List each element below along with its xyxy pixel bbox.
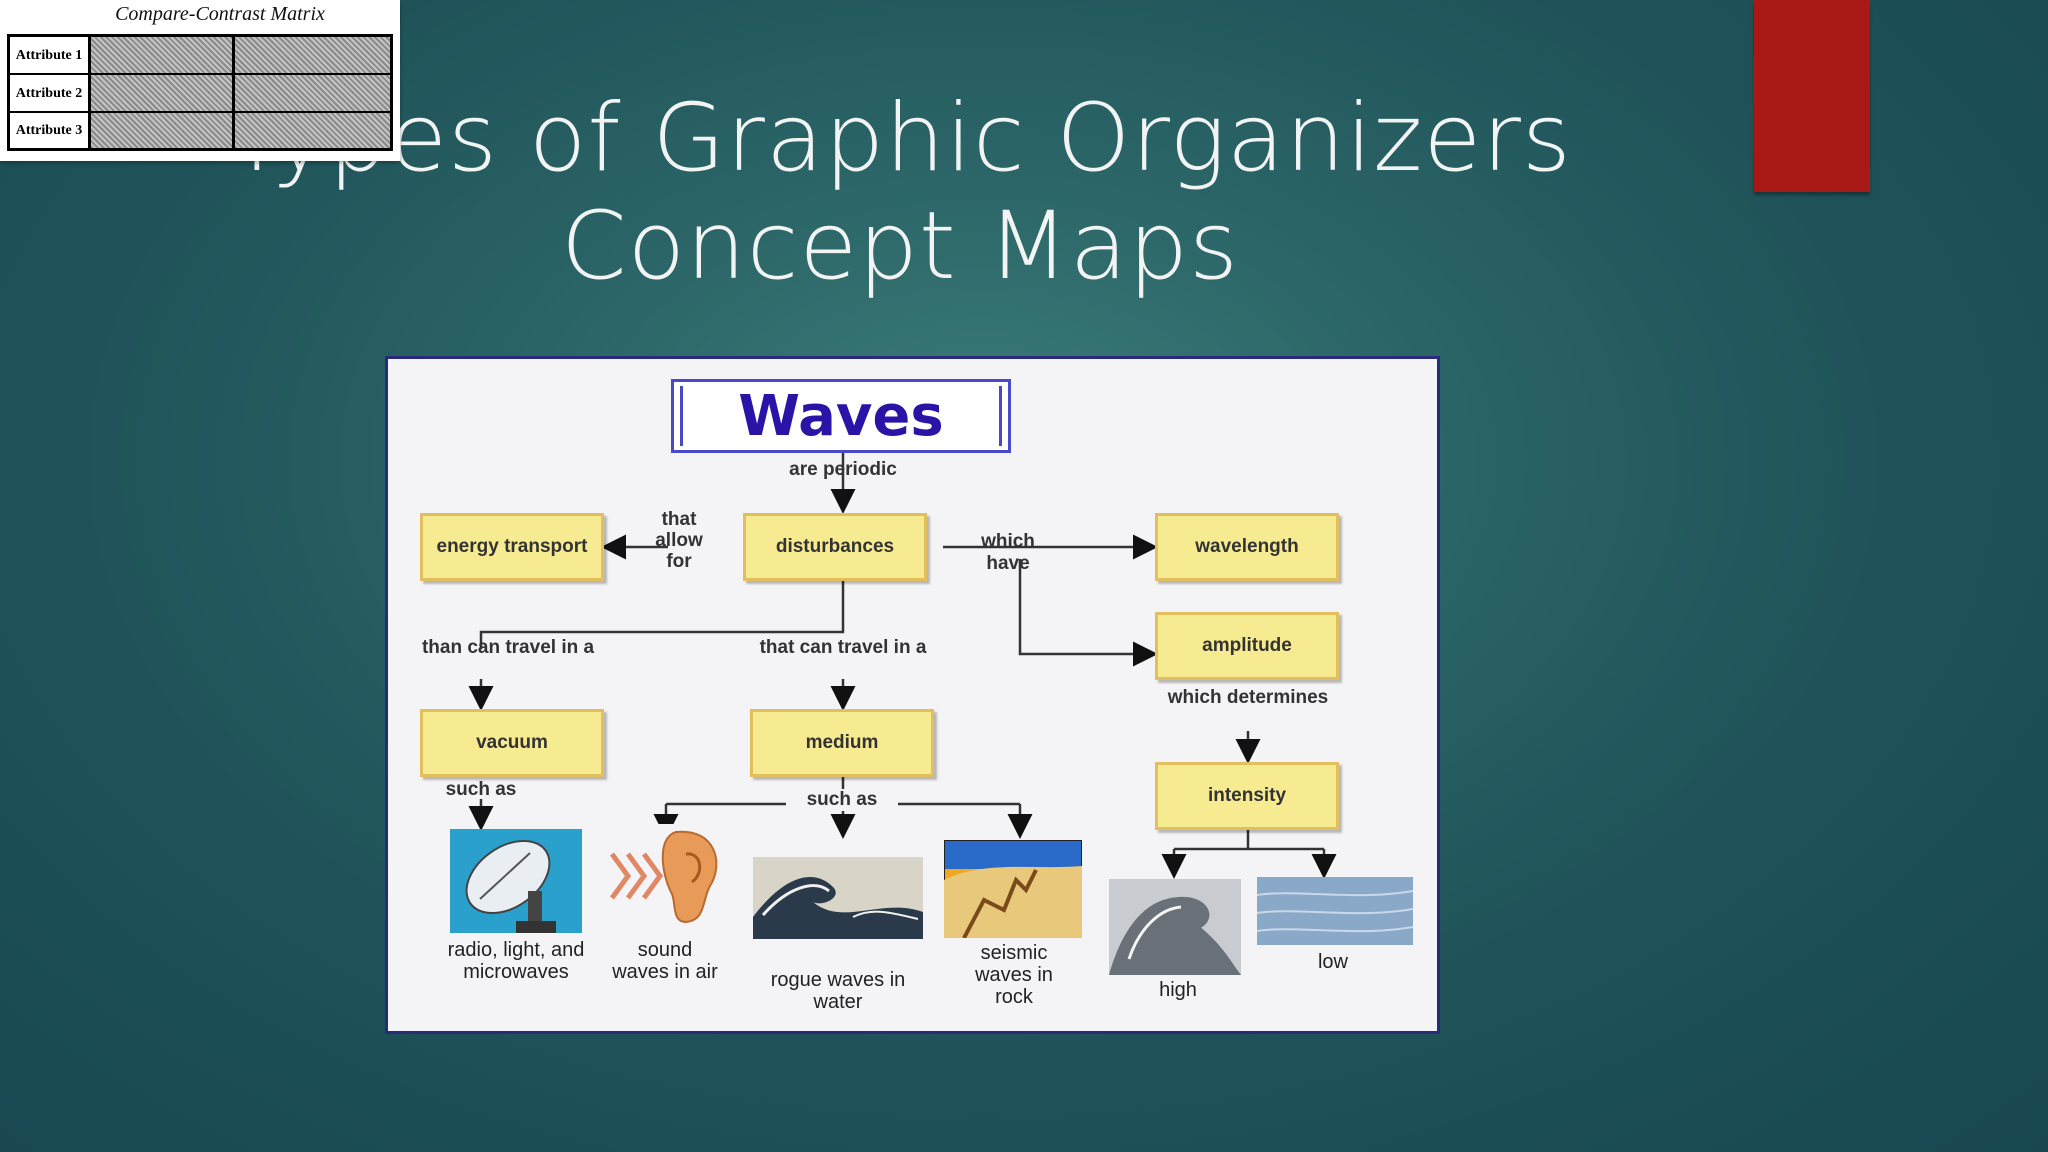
example-rogue-waves-in-water: rogue waves in water: [770, 969, 906, 1013]
red-accent-bar: [1754, 0, 1870, 192]
link-than-can-travel: than can travel in a: [421, 637, 595, 658]
title-line-2: Concept Maps: [561, 192, 1239, 301]
example-sound-waves-in-air: sound waves in air: [612, 939, 718, 983]
matrix-row-label: Attribute 3: [10, 113, 91, 148]
node-disturbances: disturbances: [743, 513, 927, 581]
matrix-cell: [91, 37, 232, 74]
example-radio-light-microwaves: radio, light, and microwaves: [447, 939, 585, 983]
matrix-cell: [235, 37, 390, 74]
example-seismic-waves-in-rock: seismic waves in rock: [975, 942, 1053, 1008]
link-that-allow-for: that allow for: [655, 509, 703, 572]
link-such-as-medium: such as: [786, 789, 898, 811]
link-such-as-vacuum: such as: [445, 779, 517, 800]
example-high: high: [1159, 979, 1197, 1001]
ocean-wave-icon: [753, 857, 923, 939]
compare-contrast-matrix-image: Compare-Contrast Matrix Attribute 1 Attr…: [0, 0, 400, 161]
satellite-dish-icon: [450, 829, 582, 933]
ear-sound-icon: [606, 824, 726, 926]
matrix-cell: [91, 75, 232, 112]
node-intensity: intensity: [1155, 762, 1339, 830]
low-amplitude-wave-icon: [1257, 877, 1413, 945]
matrix-cell: [235, 75, 390, 112]
matrix-cell: [91, 113, 232, 148]
matrix-divider: [10, 73, 390, 75]
connector-lines: [468, 453, 1337, 879]
matrix-row: Attribute 3: [10, 113, 390, 148]
link-which-determines: which determines: [1167, 687, 1329, 708]
slide-title: Types of Graphic Organizers Concept Maps: [0, 85, 1800, 301]
node-vacuum: vacuum: [420, 709, 604, 777]
link-which-have: which have: [981, 531, 1035, 574]
matrix-divider: [10, 111, 390, 113]
root-label: Waves: [738, 383, 944, 449]
node-energy-transport: energy transport: [420, 513, 604, 581]
matrix-col-divider: [232, 37, 235, 148]
matrix-row-label: Attribute 2: [10, 75, 91, 112]
matrix-row: Attribute 1: [10, 37, 390, 74]
matrix-cell: [235, 113, 390, 148]
link-that-can-travel: that can travel in a: [759, 637, 927, 658]
node-medium: medium: [750, 709, 934, 777]
example-low: low: [1317, 951, 1348, 973]
high-amplitude-wave-icon: [1109, 879, 1241, 975]
title-line-1: Types of Graphic Organizers: [228, 84, 1572, 193]
node-amplitude: amplitude: [1155, 612, 1339, 680]
concept-map-waves: Waves are periodic energy transport dist…: [385, 356, 1440, 1034]
matrix-title: Compare-Contrast Matrix: [115, 3, 325, 25]
seismic-rock-icon: [944, 840, 1082, 938]
matrix-row-label: Attribute 1: [10, 37, 91, 74]
matrix-row: Attribute 2: [10, 75, 390, 112]
node-wavelength: wavelength: [1155, 513, 1339, 581]
matrix-grid: Attribute 1 Attribute 2 Attribute 3: [7, 34, 393, 151]
link-are-periodic: are periodic: [789, 459, 897, 480]
root-node-waves: Waves: [671, 379, 1011, 453]
